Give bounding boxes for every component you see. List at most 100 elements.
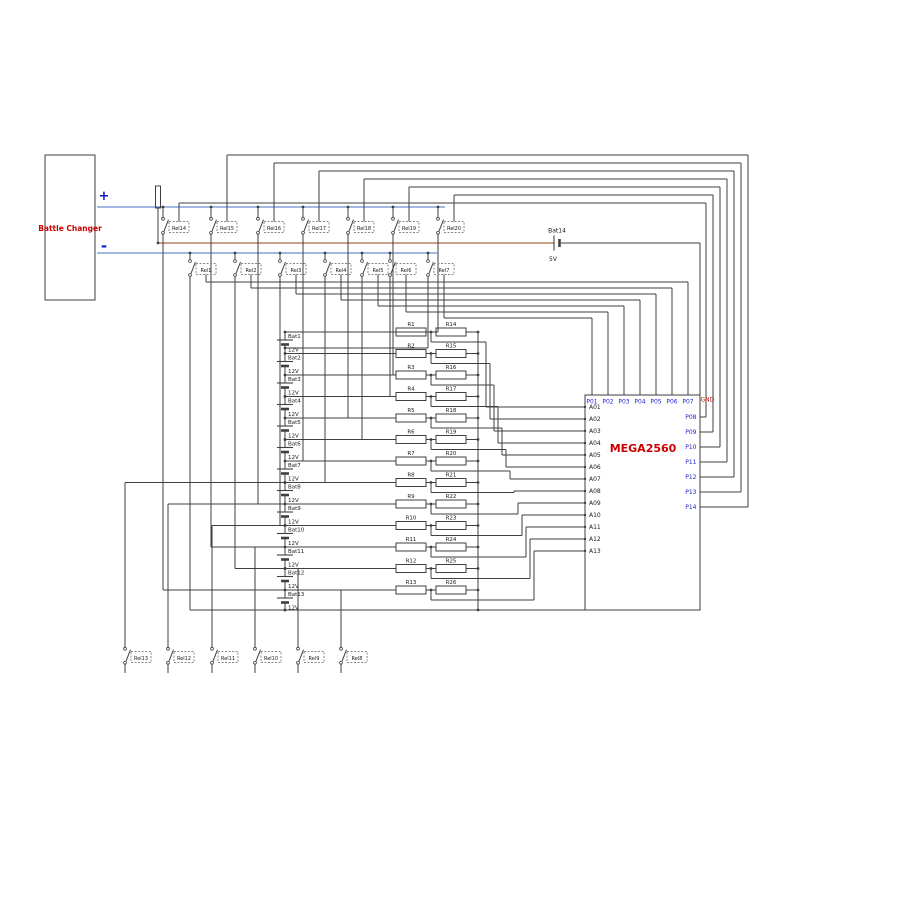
relay-box[interactable] [353, 221, 375, 233]
relay-box[interactable] [395, 263, 417, 275]
wire [393, 219, 399, 232]
resistor-body[interactable] [395, 478, 427, 487]
relay-label: Rel8 [352, 656, 363, 662]
wire [125, 649, 131, 662]
junction-dot [283, 438, 287, 441]
resistor-label: R17 [446, 387, 457, 393]
contact [278, 259, 282, 263]
relay-label: Rel17 [312, 226, 326, 232]
contact [256, 216, 260, 221]
fuse-body[interactable] [155, 185, 161, 209]
resistor-body[interactable] [395, 413, 427, 423]
junction-dot [233, 251, 237, 255]
plus-terminal-label: + [99, 189, 110, 204]
charger-body[interactable] [44, 154, 96, 301]
relay-box[interactable] [263, 221, 285, 233]
resistor-body[interactable] [435, 499, 467, 509]
relay-box[interactable] [216, 221, 238, 233]
contact [436, 216, 440, 221]
resistor-body[interactable] [435, 564, 467, 573]
relay-label: Rel9 [309, 656, 320, 662]
resistor-body[interactable] [395, 370, 427, 380]
relay-box[interactable] [130, 651, 152, 663]
resistor-body[interactable] [435, 327, 467, 337]
contact [256, 231, 260, 235]
relay-box[interactable] [303, 651, 325, 663]
relay-box[interactable] [260, 651, 282, 663]
right-pin-label: P13 [685, 489, 696, 496]
resistor-body[interactable] [435, 392, 467, 401]
top-pin-label: P04 [634, 399, 645, 406]
resistor-body[interactable] [435, 370, 467, 380]
resistor-body[interactable] [435, 542, 467, 552]
contact [166, 660, 170, 665]
wire [303, 219, 309, 232]
relay-box[interactable] [433, 263, 455, 275]
resistor-body[interactable] [435, 349, 467, 358]
relay-box[interactable] [367, 263, 389, 275]
junction-dot [161, 205, 165, 209]
wire [325, 261, 331, 274]
relay-box[interactable] [330, 263, 352, 275]
wire [362, 261, 368, 274]
battery-label: Bat2 [288, 356, 301, 362]
junction-dot [426, 251, 430, 255]
aux-battery-voltage: 5V [549, 256, 558, 263]
gnd-pin-label: GND [701, 397, 715, 404]
resistor-label: R2 [407, 344, 414, 350]
relay-box[interactable] [173, 651, 195, 663]
resistor-body[interactable] [435, 456, 467, 466]
contact [388, 259, 392, 263]
resistor-body[interactable] [395, 392, 427, 401]
resistor-body[interactable] [435, 478, 467, 487]
analog-pin-label: A06 [589, 464, 601, 471]
resistor-body[interactable] [395, 564, 427, 573]
battery-label: Bat1 [288, 334, 301, 340]
resistor-label: R4 [407, 387, 415, 393]
relay-label: Rel6 [401, 268, 412, 274]
resistor-body[interactable] [395, 542, 427, 552]
relay-box[interactable] [443, 221, 465, 233]
resistor-body[interactable] [395, 521, 427, 530]
relay-box[interactable] [240, 263, 262, 275]
resistor-body[interactable] [395, 499, 427, 509]
resistor-label: R3 [407, 365, 415, 371]
resistor-body[interactable] [395, 585, 427, 595]
relay-label: Rel15 [220, 226, 234, 232]
resistor-body[interactable] [395, 435, 427, 444]
relay-box[interactable] [217, 651, 239, 663]
junction-dot [283, 459, 287, 463]
wire [235, 261, 241, 274]
resistor-body[interactable] [435, 413, 467, 423]
junction-dot [283, 502, 287, 506]
relay-box[interactable] [346, 651, 368, 663]
relay-box[interactable] [168, 221, 190, 233]
resistor-label: R9 [407, 494, 415, 500]
mcu-body[interactable] [584, 394, 701, 611]
contact [360, 273, 364, 277]
relay-box[interactable] [285, 263, 307, 275]
junction-dot [283, 416, 287, 420]
battery-voltage: 12V [288, 369, 299, 375]
relay-label: Rel10 [264, 656, 278, 662]
battery-label: Bat4 [288, 399, 301, 405]
junction-dot [283, 588, 287, 592]
battery-label: Bat12 [288, 571, 304, 577]
right-pin-label: P09 [685, 429, 696, 436]
resistor-body[interactable] [435, 435, 467, 444]
resistor-body[interactable] [435, 521, 467, 530]
top-pin-label: P05 [650, 399, 661, 406]
relay-box[interactable] [308, 221, 330, 233]
relay-box[interactable] [398, 221, 420, 233]
resistor-body[interactable] [395, 456, 427, 466]
top-pin-label: P06 [666, 399, 677, 406]
relay-box[interactable] [195, 263, 217, 275]
resistor-body[interactable] [435, 585, 467, 595]
resistor-label: R20 [446, 451, 457, 457]
contact [209, 231, 213, 235]
junction-dot [283, 481, 287, 484]
resistor-body[interactable] [395, 349, 427, 358]
battery-label: Bat10 [288, 528, 305, 534]
analog-pin-label: A08 [589, 488, 601, 495]
junction-dot [256, 205, 260, 209]
